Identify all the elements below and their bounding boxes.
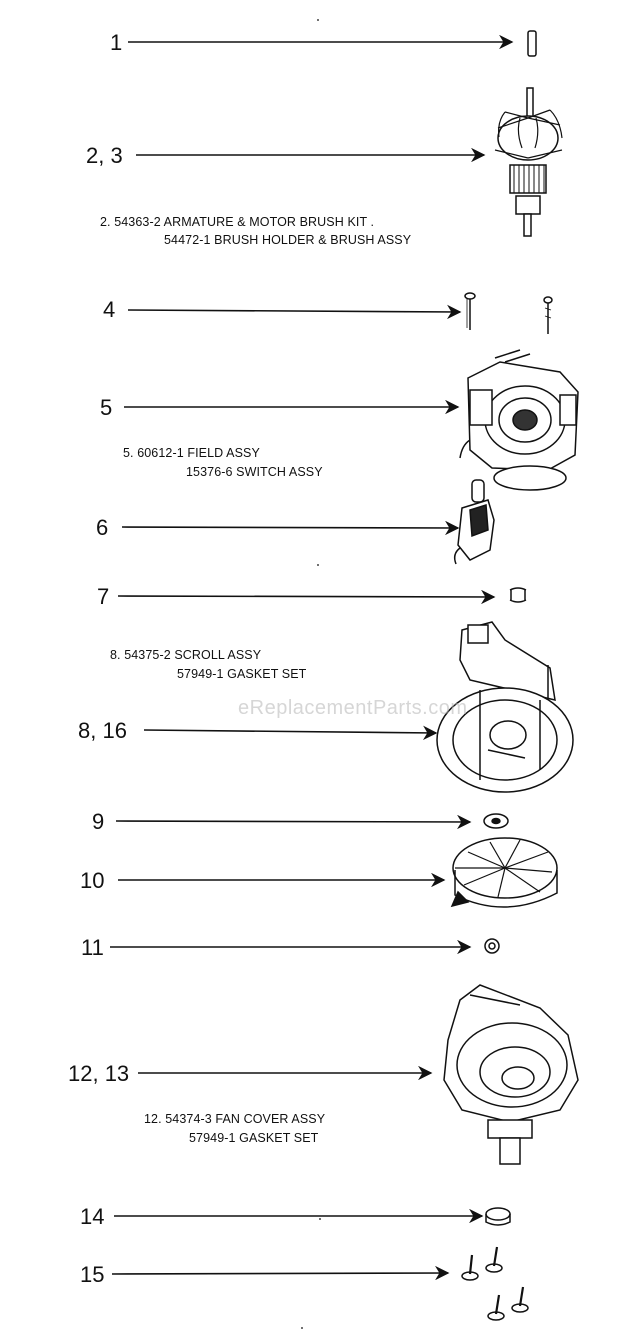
callout-1: 1 xyxy=(110,30,123,55)
caption-field-line-2: 15376-6 SWITCH ASSY xyxy=(186,465,323,479)
caption-armature-line-2: 54472-1 BRUSH HOLDER & BRUSH ASSY xyxy=(164,233,412,247)
callout-10: 10 xyxy=(80,868,105,893)
callout-8-16: 8, 16 xyxy=(78,718,127,743)
part-2-armature-drawing xyxy=(494,87,563,237)
callout-6: 6 xyxy=(96,515,109,540)
leader-arrow-9 xyxy=(115,814,472,830)
callout-2-3: 2, 3 xyxy=(86,143,123,168)
part-1-pin-drawing xyxy=(527,30,537,57)
caption-fan-cover-line-1: 12. 54374-3 FAN COVER ASSY xyxy=(144,1112,326,1126)
part-14-cap-drawing xyxy=(485,1207,511,1226)
callout-5: 5 xyxy=(100,395,113,420)
part-6-switch-drawing xyxy=(453,479,495,565)
part-5-field-assembly-drawing xyxy=(459,349,579,491)
callout-7: 7 xyxy=(97,584,110,609)
callout-14: 14 xyxy=(80,1204,105,1229)
part-9-washer-drawing xyxy=(483,813,509,829)
callout-9: 9 xyxy=(92,809,105,834)
leader-arrow-15 xyxy=(111,1265,450,1281)
part-4-screws-drawing xyxy=(464,292,553,334)
callout-4: 4 xyxy=(103,297,116,322)
part-8-scroll-assembly-drawing xyxy=(436,621,574,793)
caption-scroll-line-2: 57949-1 GASKET SET xyxy=(177,667,307,681)
callout-12-13: 12, 13 xyxy=(68,1061,130,1086)
callout-15: 15 xyxy=(80,1262,105,1287)
part-15-screws-drawing xyxy=(461,1246,529,1321)
leader-arrow-4 xyxy=(127,304,462,320)
part-12-fan-cover-drawing xyxy=(443,984,579,1165)
part-7-clip-drawing xyxy=(509,587,527,603)
caption-fan-cover-line-2: 57949-1 GASKET SET xyxy=(189,1131,319,1145)
leader-arrow-7 xyxy=(117,589,496,605)
leader-arrow-6 xyxy=(121,520,460,536)
callout-11: 11 xyxy=(81,935,104,960)
leader-arrow-8 xyxy=(143,725,438,741)
watermark: eReplacementParts.com xyxy=(238,697,468,719)
caption-field-line-1: 5. 60612-1 FIELD ASSY xyxy=(123,446,260,460)
part-10-fan-drawing xyxy=(450,837,558,908)
caption-armature-line-1: 2. 54363-2 ARMATURE & MOTOR BRUSH KIT . xyxy=(100,215,375,229)
caption-scroll-line-1: 8. 54375-2 SCROLL ASSY xyxy=(110,648,262,662)
part-11-nut-drawing xyxy=(484,938,500,954)
